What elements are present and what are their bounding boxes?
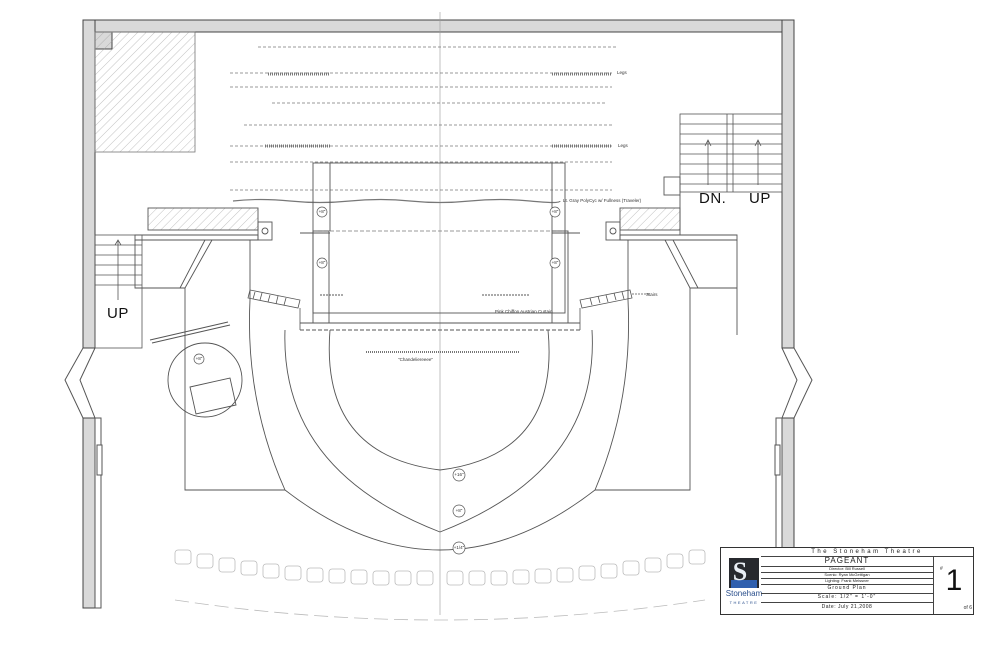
stairs-left — [94, 234, 143, 349]
elevation-label: +8" — [318, 209, 326, 214]
logo-mark — [729, 558, 759, 588]
elevation-label: +8" — [551, 209, 559, 214]
stairs-right — [679, 113, 783, 193]
elevation-label: +1/4" — [453, 545, 465, 550]
sheet-number-box: # 1 of 6 — [933, 556, 974, 614]
director-credit: Director: Bill Russell — [761, 566, 933, 573]
elevation-label: +8" — [318, 260, 326, 265]
legs-annotation-mid: Legs — [618, 143, 628, 148]
drawing-date: Date: July 21,2008 — [821, 604, 873, 610]
elevation-label: +8" — [455, 508, 463, 513]
legs-annotation-top: Legs — [617, 70, 627, 75]
sheet-number: 1 — [945, 564, 963, 597]
elevation-label: +8" — [195, 356, 203, 361]
side-door-openings — [64, 347, 813, 609]
logo-letter: S — [732, 557, 748, 586]
production-title: PAGEANT — [761, 556, 933, 567]
circular-platform — [149, 321, 243, 418]
fly-lines — [230, 46, 618, 232]
storage-area-hatched — [94, 31, 196, 153]
stage-apron — [184, 240, 691, 551]
stairs-down-label-right: DN. — [699, 190, 727, 207]
audience-seating — [174, 549, 706, 621]
elevation-label: +16" — [454, 472, 464, 477]
proscenium-portal — [300, 162, 580, 331]
elevation-markers — [193, 206, 561, 555]
drawing-scale: Scale: 1/2" = 1'-0" — [761, 593, 933, 603]
side-platforms — [134, 176, 738, 335]
sheet-count: of 6 — [963, 605, 972, 611]
logo-name: Stoneham — [725, 589, 763, 598]
scenic-credit: Scenic: Ryan McGettigan — [761, 572, 933, 579]
stoneham-logo: S Stoneham THEATRE — [725, 556, 763, 610]
elevation-label: +8" — [551, 260, 559, 265]
chandelier-annotation: "Chandeliereeee" — [398, 357, 433, 362]
portal-stair-units — [247, 289, 650, 330]
stairs-up-label-right: UP — [749, 190, 771, 207]
lighting-credit: Lighting: Frank Meissner — [761, 578, 933, 585]
curtain-annotation: Pink Chiffon Austrian Curtain — [495, 309, 553, 314]
stairs-up-label-left: UP — [107, 305, 129, 322]
logo-subtitle: THEATRE — [729, 600, 759, 605]
stairs-annotation: Stairs — [646, 292, 658, 297]
theatre-name: The Stoneham Theatre — [761, 548, 973, 557]
sheet-hash: # — [940, 566, 943, 572]
traveler-annotation: Lt. Gray PolyCyc w/ Fullness (Traveler) — [563, 198, 642, 203]
sheet-name: Ground Plan — [761, 584, 933, 594]
title-block: The Stoneham Theatre S Stoneham THEATRE … — [720, 547, 974, 615]
